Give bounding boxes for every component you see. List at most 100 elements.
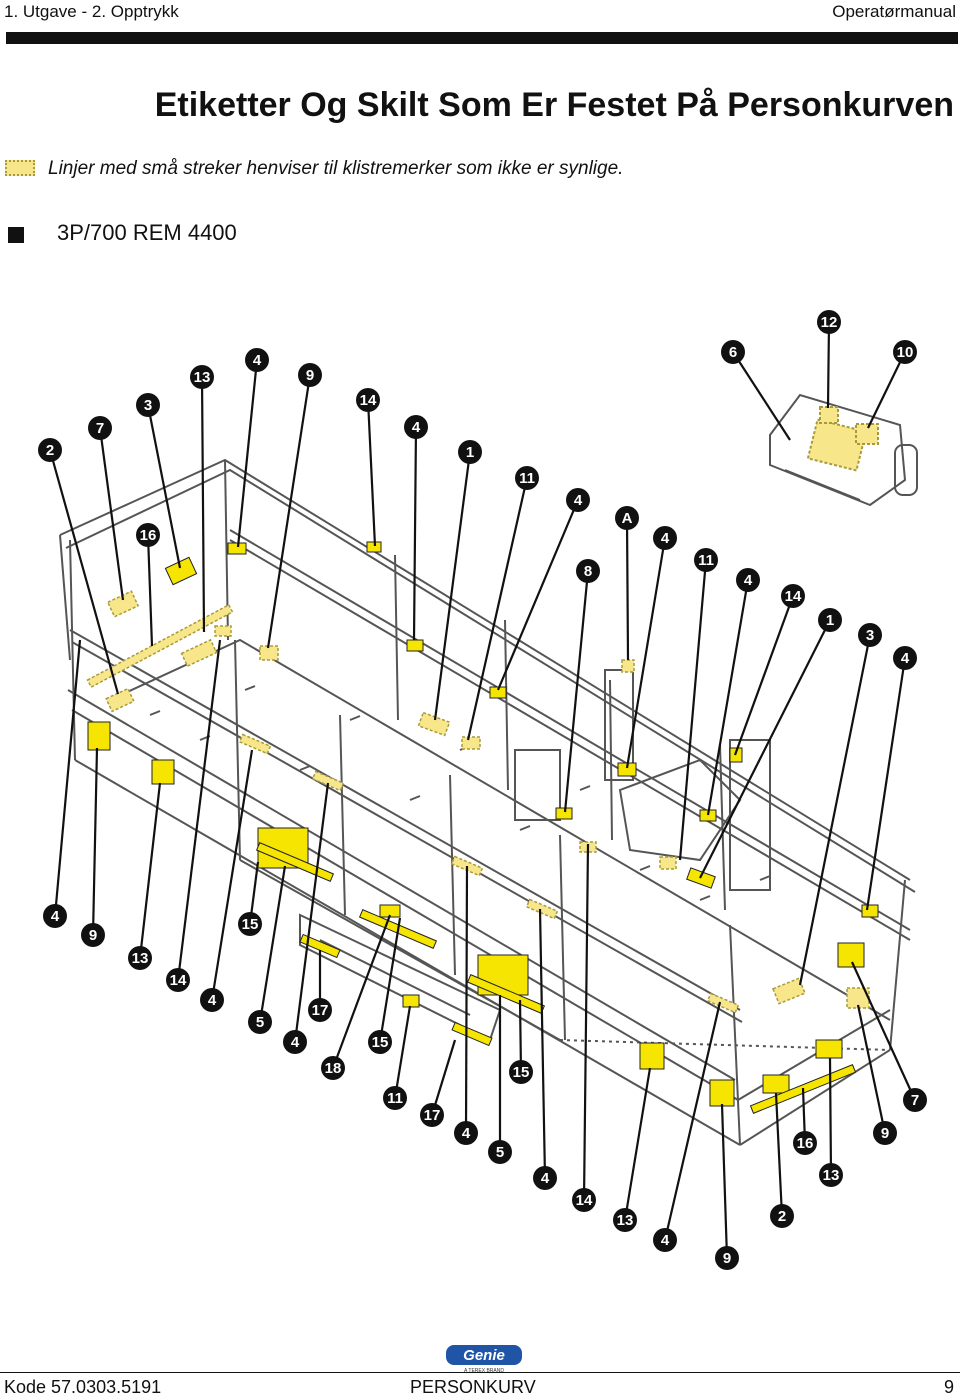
callout-label: 7: [96, 420, 104, 437]
callout-circle: [903, 1088, 927, 1112]
callout-circle: [770, 1204, 794, 1228]
callout-circle: [653, 1228, 677, 1252]
callout-circle: [566, 488, 590, 512]
callout-label: 18: [325, 1060, 342, 1077]
callout-label: 14: [170, 972, 187, 989]
callout-circle: [615, 506, 639, 530]
callout-label: 5: [256, 1014, 264, 1031]
callout-circle: [858, 623, 882, 647]
callout-circle: [613, 1208, 637, 1232]
section-name: PERSONKURV: [410, 1377, 536, 1397]
callout-circle: [368, 1030, 392, 1054]
decal: [255, 842, 335, 882]
platform-structure: [59, 458, 916, 1146]
page-number: 9: [943, 1377, 954, 1397]
svg-text:A TEREX BRAND: A TEREX BRAND: [464, 1368, 504, 1374]
callout-label: 4: [574, 492, 583, 509]
callout-circle: [509, 1060, 533, 1084]
callout-circle: [38, 438, 62, 462]
callout-circle: [576, 559, 600, 583]
callout-label: 14: [360, 392, 377, 409]
decal: [402, 994, 420, 1008]
hidden-decal: [659, 856, 677, 870]
callout-circle: [721, 340, 745, 364]
callout-circle: [572, 1188, 596, 1212]
callout-label: 15: [242, 916, 259, 933]
hidden-decal: [417, 711, 451, 737]
hidden-decal: [819, 406, 839, 424]
hidden-decal-legend-icon: [5, 160, 35, 176]
hidden-decal: [86, 603, 234, 689]
callout-circle: [200, 988, 224, 1012]
callout-label: 4: [51, 908, 60, 925]
callout-label: 11: [387, 1090, 403, 1107]
hidden-decal: [525, 898, 559, 920]
decal: [709, 1079, 735, 1107]
hidden-decal: [214, 625, 232, 637]
edition-label: 1. Utgave - 2. Opptrykk: [4, 2, 179, 21]
callout-label: 4: [661, 530, 670, 547]
callout-circle: [308, 998, 332, 1022]
decal: [87, 721, 111, 751]
callout-label: 4: [208, 992, 217, 1009]
callout-label: 4: [744, 572, 753, 589]
callout-circle: [893, 340, 917, 364]
callout-circle: [283, 1030, 307, 1054]
hidden-decal: [461, 736, 481, 750]
hidden-decal: [706, 992, 740, 1014]
decal: [489, 686, 507, 699]
decal: [639, 1042, 665, 1070]
control-box: [769, 393, 918, 507]
hidden-decal: [806, 418, 868, 472]
callout-circle: [356, 388, 380, 412]
callout-label: 15: [372, 1034, 389, 1051]
callout-circle: [321, 1056, 345, 1080]
callout-label: 9: [881, 1125, 889, 1142]
callout-circle: [781, 584, 805, 608]
callout-circle: [383, 1086, 407, 1110]
callout-circle: [817, 310, 841, 334]
hidden-decal: [238, 733, 272, 755]
callout-label: 2: [778, 1208, 786, 1225]
svg-text:Genie: Genie: [463, 1347, 505, 1364]
callout-label: 4: [901, 650, 910, 667]
callout-label: 2: [46, 442, 54, 459]
callout-label: 17: [312, 1002, 329, 1019]
callout-circle: [893, 646, 917, 670]
decal: [762, 1074, 790, 1094]
callout-label: 14: [785, 588, 802, 605]
callout-label: 4: [541, 1170, 550, 1187]
footer-rule: [0, 1372, 960, 1373]
callout-label: 4: [412, 419, 421, 436]
callout-circle: [420, 1103, 444, 1127]
hidden-decal: [180, 638, 218, 668]
callout-label: 10: [897, 344, 914, 361]
callout-label: 9: [723, 1250, 731, 1267]
callout-circle: [136, 393, 160, 417]
callout-label: 11: [698, 552, 714, 569]
callout-circle: [43, 904, 67, 928]
callout-label: 4: [462, 1125, 471, 1142]
decal: [861, 904, 879, 918]
document-code: Kode 57.0303.5191: [4, 1377, 162, 1397]
callout-circle: [454, 1121, 478, 1145]
callout-label: 3: [866, 627, 874, 644]
callout-label: 6: [729, 344, 737, 361]
hidden-decal: [772, 977, 806, 1005]
callout-label: 8: [584, 563, 592, 580]
callout-circle: [736, 568, 760, 592]
callout-circle: [488, 1140, 512, 1164]
callout-circle: [819, 1163, 843, 1187]
header-bar: [6, 32, 958, 44]
callout-label: 5: [496, 1144, 504, 1161]
callout-circle: [81, 923, 105, 947]
callout-circle: [873, 1121, 897, 1145]
callout-label: 7: [911, 1092, 919, 1109]
callout-label: 1: [466, 444, 474, 461]
decal: [227, 542, 247, 555]
callout-label: 4: [661, 1232, 670, 1249]
callout-label: 4: [253, 352, 262, 369]
callout-label: 16: [140, 527, 157, 544]
